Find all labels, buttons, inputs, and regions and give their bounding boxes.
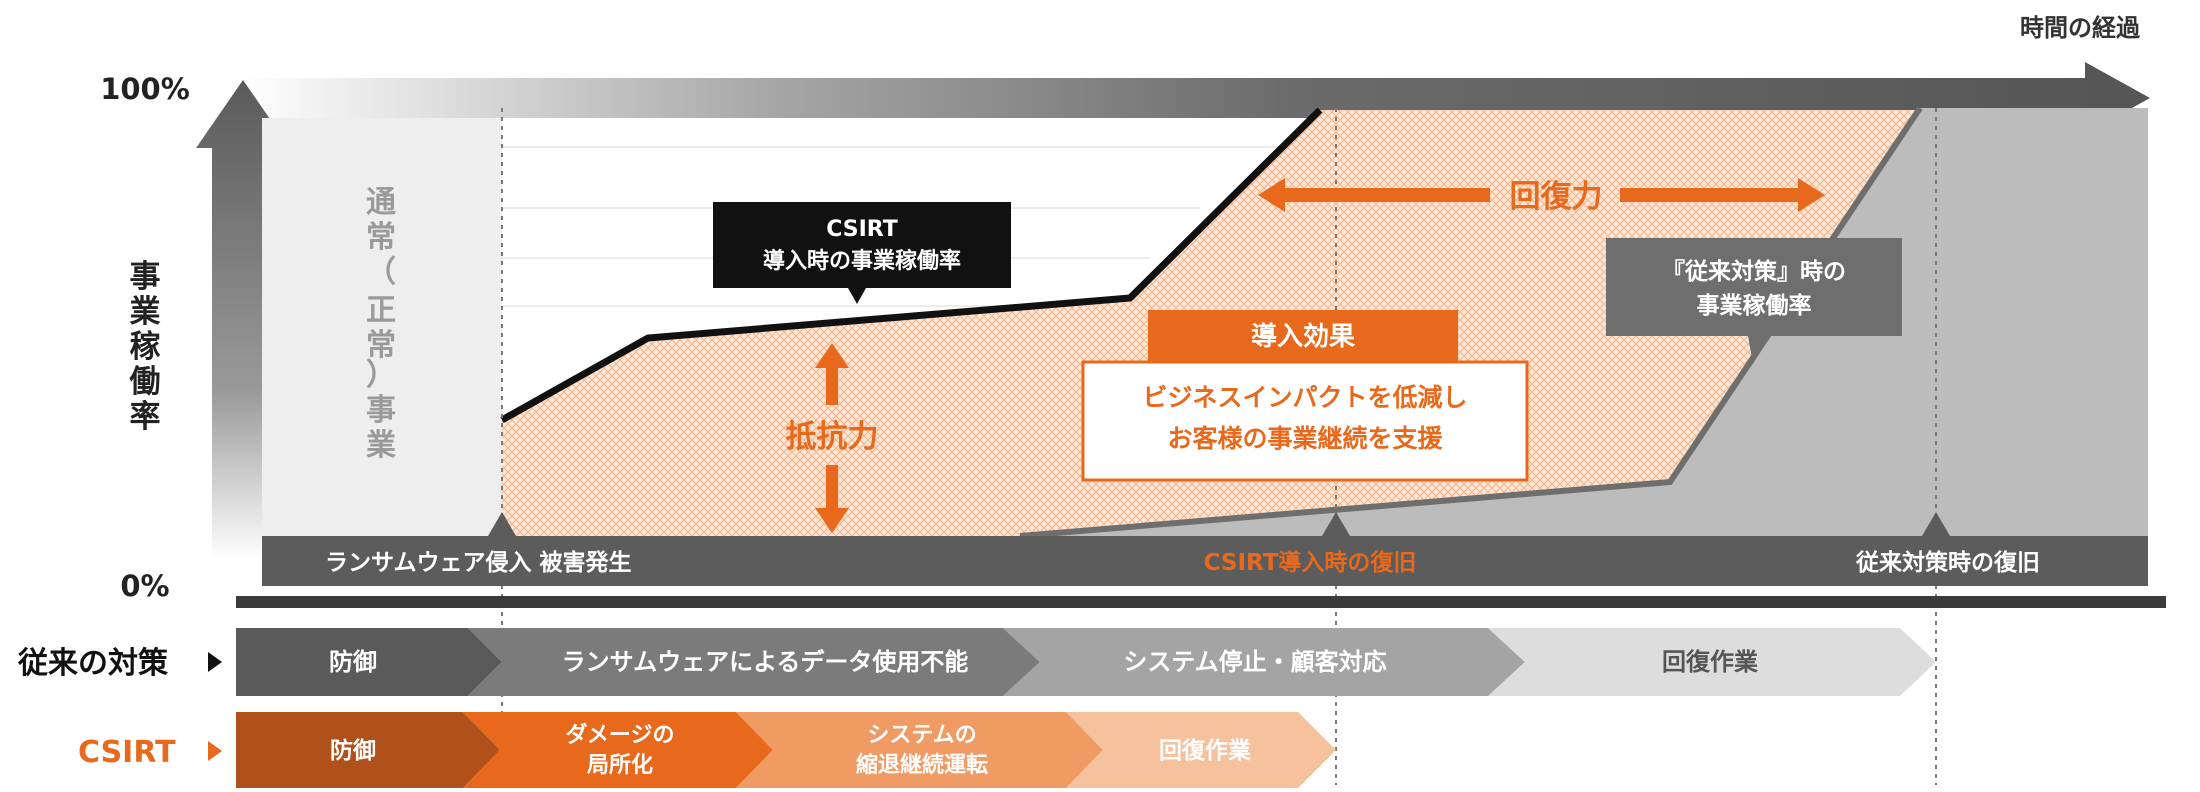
normal-op-char: ） (366, 358, 396, 393)
csirt-step-label: 回復作業 (1159, 737, 1252, 764)
baseline-bar (236, 596, 2166, 608)
csirt-step-label: 縮退継続運転 (856, 752, 988, 778)
csirt-step-shape (1066, 712, 1336, 788)
normal-op-char: 業 (366, 428, 396, 463)
csirt-row-marker (208, 741, 222, 761)
recovery-power-indicator: 回復力 (1258, 178, 1825, 215)
y-axis-label: 事 業 稼 働 率 (130, 259, 161, 435)
csirt-row-label: CSIRT (78, 735, 176, 770)
effect-title: 導入効果 (1251, 321, 1355, 352)
resistance-label: 抵抗力 (786, 419, 879, 455)
csirt-rate-callout: CSIRT 導入時の事業稼働率 (713, 202, 1011, 304)
y-axis-char: 働 (130, 364, 161, 400)
effect-line2: お客様の事業継続を支援 (1167, 424, 1443, 453)
resistance-indicator: 抵抗力 (786, 343, 879, 533)
csirt-step-label: ダメージの (566, 722, 675, 748)
normal-op-char: 正 (366, 293, 396, 328)
time-label: 時間の経過 (2020, 14, 2141, 42)
normal-operation-label: 通 常 （ 正 常 ） 事 業 (366, 185, 396, 463)
conventional-recovery-area (1020, 108, 2148, 536)
csirt-step-label: 局所化 (587, 752, 653, 778)
normal-operation-panel (262, 118, 502, 536)
csirt-step-shape (236, 712, 500, 788)
y-axis-char: 業 (130, 294, 161, 330)
ransomware-event-label: ランサムウェア侵入 被害発生 (325, 549, 632, 576)
normal-op-char: 事 (366, 393, 396, 428)
normal-op-char: 常 (366, 328, 396, 363)
normal-op-char: 通 (366, 185, 396, 220)
csirt-process-row: 防御 ダメージの 局所化 システムの 縮退継続運転 回復作業 (236, 712, 1336, 788)
normal-op-char: 常 (366, 220, 396, 255)
conventional-operation-line (1019, 106, 1923, 539)
conventional-step-label: 防御 (329, 648, 377, 676)
y-axis-char: 率 (130, 399, 161, 435)
csirt-recovery-label: CSIRT導入時の復旧 (1204, 549, 1417, 576)
y-axis-char: 稼 (130, 329, 161, 365)
csirt-callout-line2: 導入時の事業稼働率 (763, 248, 961, 274)
csirt-step-shape (463, 712, 773, 788)
recovery-power-label: 回復力 (1510, 179, 1603, 215)
conventional-rate-callout: 『従来対策』時の 事業稼働率 (1606, 238, 1902, 364)
conventional-step-shape (236, 628, 502, 696)
csirt-callout-line1: CSIRT (826, 217, 898, 242)
percent-100-label: 100% (100, 72, 190, 106)
conventional-step-label: ランサムウェアによるデータ使用不能 (562, 648, 969, 676)
effect-line1: ビジネスインパクトを低減し (1142, 383, 1467, 412)
percent-0-label: 0% (120, 569, 169, 603)
normal-op-char: （ (366, 255, 396, 290)
csirt-step-shape (736, 712, 1103, 788)
conventional-step-shape (468, 628, 1040, 696)
conventional-callout-line1: 『従来対策』時の (1662, 258, 1846, 285)
conventional-step-label: 回復作業 (1662, 648, 1758, 676)
conventional-process-row: 防御 ランサムウェアによるデータ使用不能 システム停止・顧客対応 回復作業 (236, 628, 1936, 696)
conventional-row-marker (208, 652, 222, 672)
timeline-markers (488, 512, 1950, 536)
conventional-row-label: 従来の対策 (17, 646, 168, 681)
conventional-step-shape (1003, 628, 1525, 696)
conventional-step-shape (1488, 628, 1936, 696)
csirt-operation-line (500, 107, 1323, 424)
timeline-bar (262, 536, 2148, 586)
csirt-step-label: システムの (867, 723, 976, 748)
conventional-callout-line2: 事業稼働率 (1697, 292, 1812, 319)
introduction-effect-box: 導入効果 ビジネスインパクトを低減し お客様の事業継続を支援 (1081, 310, 1529, 482)
conventional-recovery-label: 従来対策時の復旧 (1855, 549, 2040, 576)
conventional-step-label: システム停止・顧客対応 (1123, 648, 1386, 676)
csirt-step-label: 防御 (330, 737, 376, 764)
y-axis-char: 事 (130, 259, 161, 295)
